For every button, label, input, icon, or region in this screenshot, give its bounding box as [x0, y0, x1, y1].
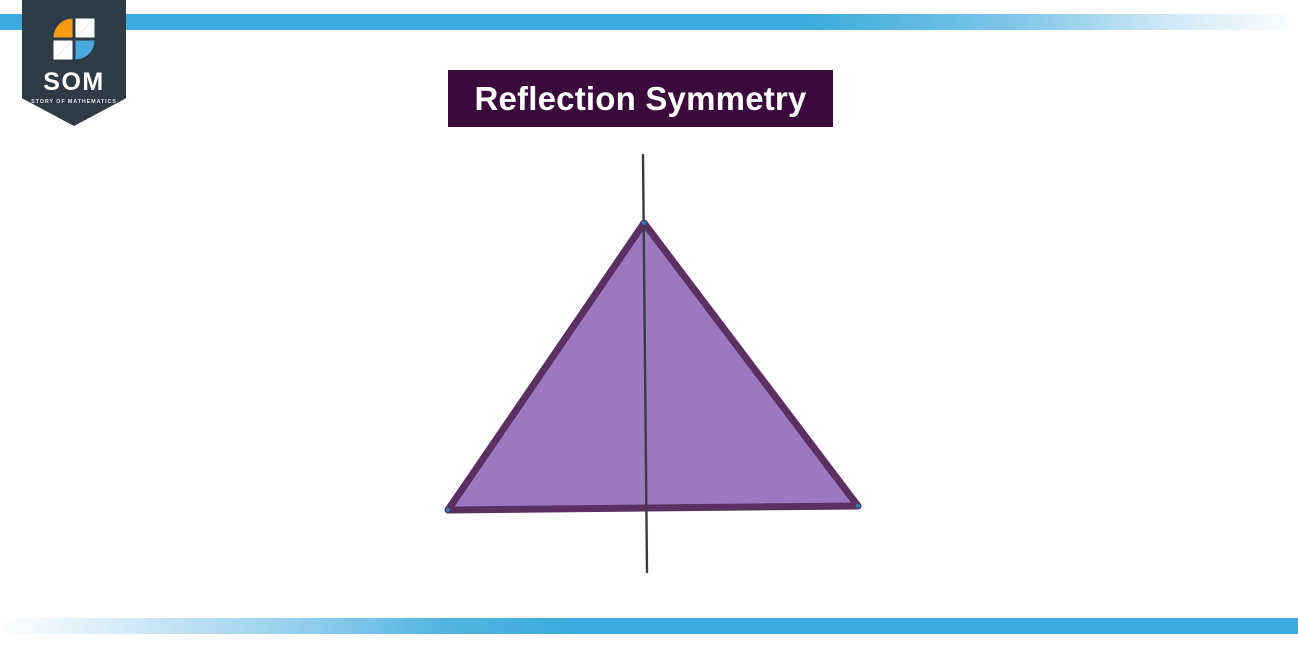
bottom-accent-bar	[0, 618, 1298, 634]
som-swirl-logo-icon	[50, 15, 98, 63]
page-title: Reflection Symmetry	[474, 79, 807, 117]
triangle-shape	[444, 219, 862, 514]
line-of-symmetry	[641, 153, 649, 574]
som-logo-tagline: STORY OF MATHEMATICS	[31, 99, 117, 105]
som-logo-badge[interactable]: SOM STORY OF MATHEMATICS	[22, 0, 126, 126]
top-accent-bar	[0, 14, 1298, 30]
som-logo-wordmark: SOM	[43, 68, 105, 96]
vertex-markers	[445, 220, 861, 513]
title-banner: Reflection Symmetry	[448, 70, 833, 127]
